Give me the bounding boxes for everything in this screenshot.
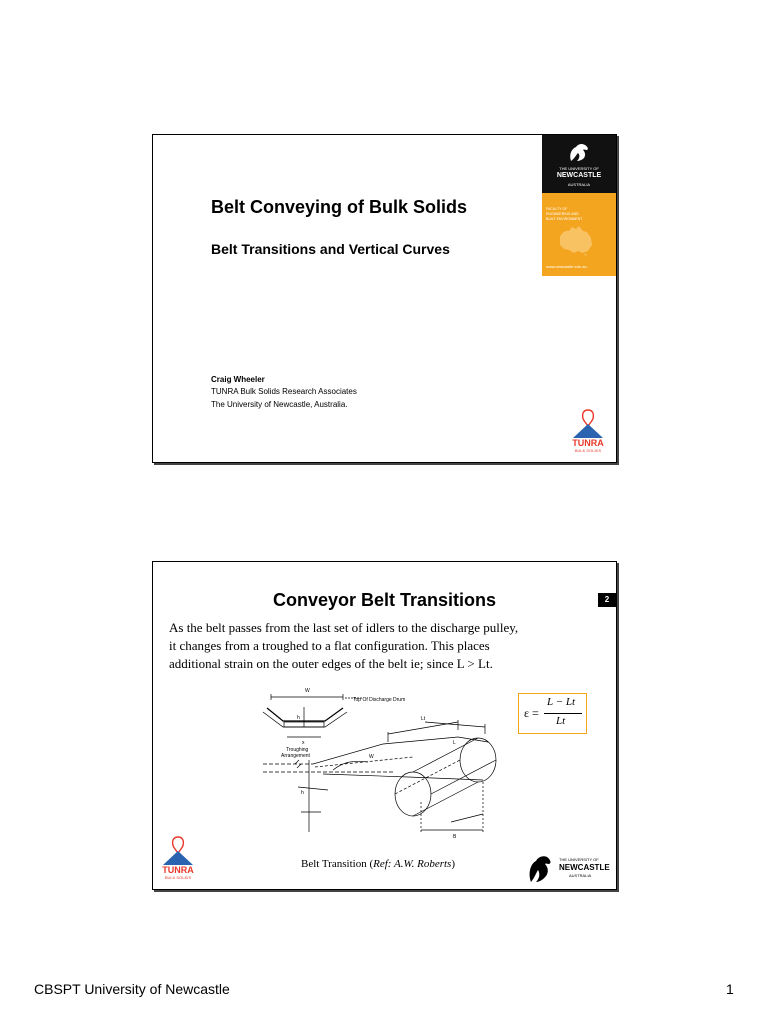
tunra-word: TUNRA: [572, 438, 604, 448]
page-number: 1: [726, 981, 734, 997]
tunra-triangle-icon: [573, 409, 603, 438]
affiliation-line: The University of Newcastle, Australia.: [211, 400, 348, 409]
body-line: As the belt passes from the last set of …: [169, 620, 519, 635]
label-h-perspective: h: [301, 790, 304, 796]
caption-prefix: Belt Transition (: [301, 858, 374, 870]
page-footer-text: CBSPT University of Newcastle: [34, 981, 230, 997]
presentation-subtitle: Belt Transitions and Vertical Curves: [211, 241, 450, 257]
label-b: B: [453, 834, 457, 840]
australia-map-icon: [560, 226, 592, 256]
university-url: www.newcastle.edu.au: [546, 264, 587, 269]
tunra-logo: TUNRA BULK SOLIDS: [565, 408, 611, 458]
tunra-triangle-icon: [163, 836, 193, 865]
label-lt: Lt: [421, 716, 426, 722]
body-line: it changes from a troughed to a flat con…: [169, 638, 490, 653]
logo-australia: AUSTRALIA: [567, 182, 591, 187]
tunra-subtext: BULK SOLIDS: [574, 448, 602, 453]
label-top-of-drum: Top Of Discharge Drum: [353, 697, 405, 703]
slide-number-badge: 2: [598, 593, 616, 607]
logo-the-university-of: THE UNIVERSITY OF: [559, 857, 599, 862]
logo-black-panel: THE UNIVERSITY OF NEWCASTLE AUSTRALIA: [542, 135, 616, 193]
caption-reference: Ref: A.W. Roberts: [373, 858, 452, 870]
label-arrangement: Arrangement: [281, 753, 311, 759]
label-w-top: W: [305, 688, 310, 694]
troughing-arrangement-sketch: [262, 694, 363, 738]
faculty-line: ENGINEERING AND: [546, 212, 579, 216]
formula-lhs: ε =: [524, 706, 539, 720]
logo-orange-panel: FACULTY OF ENGINEERING AND BUILT ENVIRON…: [542, 193, 616, 276]
tunra-subtext: BULK SOLIDS: [164, 875, 192, 880]
label-l: L: [453, 740, 456, 746]
caption-suffix: ): [451, 858, 456, 870]
slide-body-text: As the belt passes from the last set of …: [169, 619, 599, 673]
label-troughing: Troughing: [286, 747, 309, 753]
formula-denominator: Lt: [556, 715, 566, 727]
tunra-logo: TUNRA BULK SOLIDS: [155, 835, 201, 885]
formula-numerator: L − Lt: [547, 696, 576, 708]
university-logo-banner: THE UNIVERSITY OF NEWCASTLE AUSTRALIA FA…: [542, 135, 616, 276]
affiliation-line: TUNRA Bulk Solids Research Associates: [211, 387, 357, 396]
presentation-title: Belt Conveying of Bulk Solids: [211, 197, 468, 217]
formula-fraction-bar: [544, 713, 582, 714]
faculty-line: FACULTY OF: [546, 207, 568, 211]
faculty-line: BUILT ENVIRONMENT: [546, 217, 583, 221]
label-h-trough: h: [297, 715, 300, 721]
logo-australia: AUSTRALIA: [569, 873, 592, 878]
tunra-word: TUNRA: [162, 865, 194, 875]
seahorse-crest-icon: [570, 143, 588, 161]
seahorse-crest-icon: [529, 856, 551, 882]
belt-transition-diagram: W Top Of Discharge Drum h x Troughing Ar…: [262, 688, 497, 840]
content-slide: Conveyor Belt Transitions 2 As the belt …: [152, 561, 617, 890]
transition-perspective-sketch: [263, 720, 497, 832]
figure-caption: Belt Transition (Ref: A.W. Roberts): [301, 858, 455, 870]
slide-title: Conveyor Belt Transitions: [272, 590, 497, 610]
logo-the-university-of: THE UNIVERSITY OF: [559, 166, 599, 171]
faculty-text: FACULTY OF ENGINEERING AND BUILT ENVIRON…: [546, 207, 612, 222]
university-logo-small: THE UNIVERSITY OF NEWCASTLE AUSTRALIA: [525, 852, 615, 884]
label-w-perspective: W: [369, 754, 374, 760]
logo-newcastle: NEWCASTLE: [559, 863, 610, 872]
label-x: x: [302, 740, 305, 746]
body-line: additional strain on the outer edges of …: [169, 656, 493, 671]
author-name: Craig Wheeler: [211, 375, 265, 384]
logo-newcastle: NEWCASTLE: [556, 172, 602, 179]
strain-formula: ε = L − Lt Lt: [518, 693, 587, 734]
title-slide: Belt Conveying of Bulk Solids Belt Trans…: [152, 134, 617, 463]
